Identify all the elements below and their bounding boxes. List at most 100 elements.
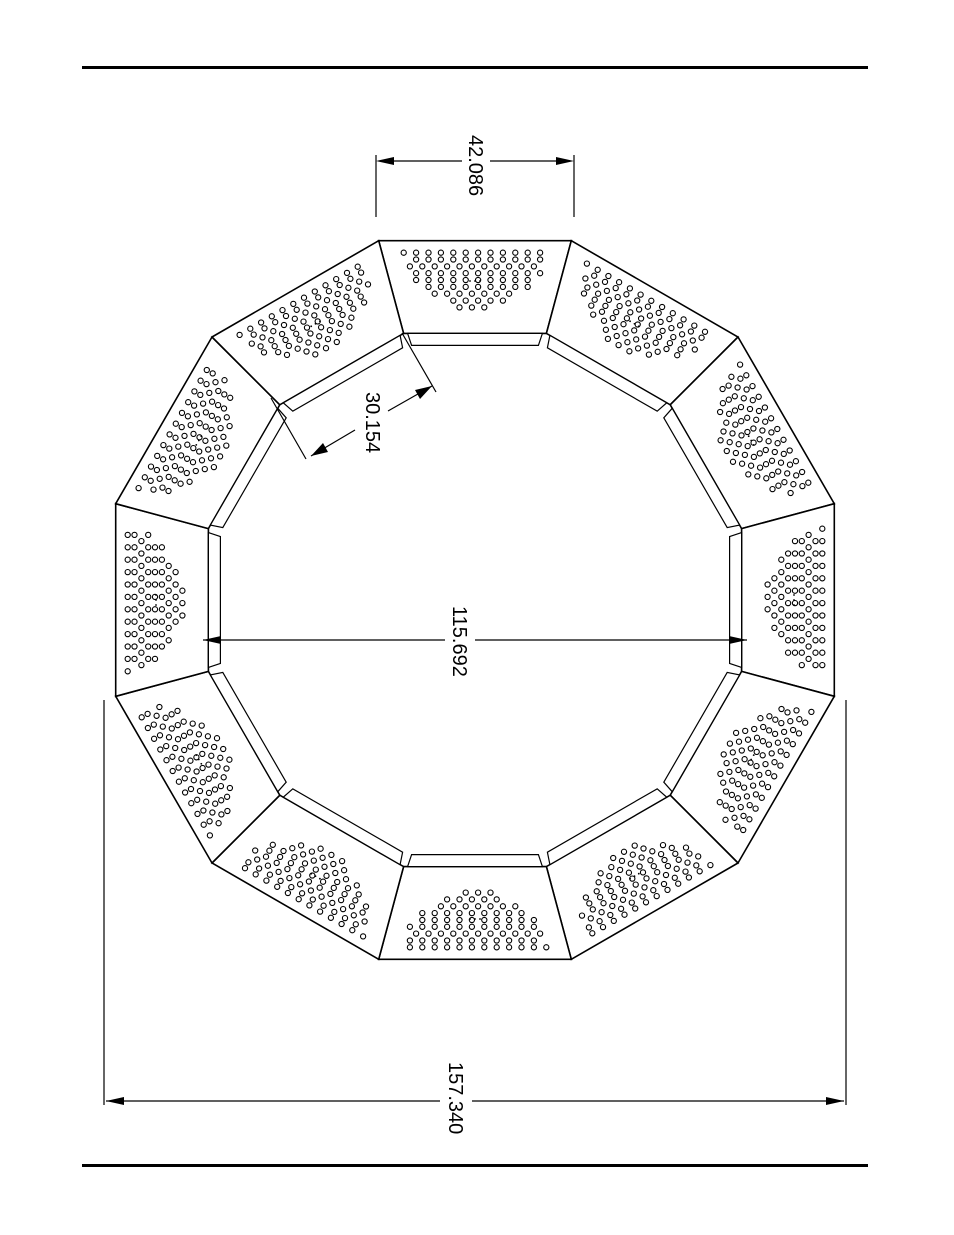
perforation-hole <box>173 607 178 612</box>
perforation-hole <box>178 467 183 472</box>
perforation-hole <box>615 295 620 300</box>
perforation-hole <box>603 303 608 308</box>
perforation-hole <box>624 292 629 297</box>
perforation-hole <box>159 582 164 587</box>
perforation-hole <box>152 619 157 624</box>
perforation-hole <box>299 867 304 872</box>
perforation-hole <box>173 582 178 587</box>
center-mark-dot <box>750 759 752 761</box>
perforation-hole <box>322 307 327 312</box>
perforation-hole <box>175 708 180 713</box>
perforation-hole <box>169 726 174 731</box>
center-mark-dot <box>469 918 471 920</box>
perforation-hole <box>773 731 778 736</box>
perforation-hole <box>813 551 818 556</box>
perforation-hole <box>738 805 743 810</box>
perforation-hole <box>270 842 275 847</box>
perforation-hole <box>579 913 584 918</box>
perforation-hole <box>762 405 767 410</box>
perforation-hole <box>622 912 627 917</box>
perforation-hole <box>185 767 190 772</box>
perforation-hole <box>605 883 610 888</box>
perforation-hole <box>476 271 481 276</box>
perforation-hole <box>248 326 253 331</box>
perforation-hole <box>649 298 654 303</box>
perforation-hole <box>606 297 611 302</box>
perforation-hole <box>157 476 162 481</box>
perforation-hole <box>420 917 425 922</box>
perforation-hole <box>583 276 588 281</box>
perforation-hole <box>736 442 741 447</box>
perforation-hole <box>772 625 777 630</box>
perforation-hole <box>742 757 747 762</box>
perforation-hole <box>494 897 499 902</box>
perforation-hole <box>779 570 784 575</box>
perforation-hole <box>494 938 499 943</box>
perforation-hole <box>312 313 317 318</box>
perforation-hole <box>741 396 746 401</box>
perforation-hole <box>354 883 359 888</box>
perforation-hole <box>255 857 260 862</box>
perforation-hole <box>667 317 672 322</box>
perforation-hole <box>813 613 818 618</box>
perforation-hole <box>665 887 670 892</box>
perforation-hole <box>154 467 159 472</box>
perforation-hole <box>688 329 693 334</box>
perforation-hole <box>146 570 151 575</box>
perforation-hole <box>159 557 164 562</box>
perforation-hole <box>407 945 412 950</box>
perforation-hole <box>753 792 758 797</box>
perforation-hole <box>644 876 649 881</box>
perforation-hole <box>760 739 765 744</box>
perforation-hole <box>215 445 220 450</box>
perforation-hole <box>630 852 635 857</box>
perforation-hole <box>531 264 536 269</box>
perforation-hole <box>482 911 487 916</box>
perforation-hole <box>500 250 505 255</box>
perforation-hole <box>342 892 347 897</box>
perforation-hole <box>775 740 780 745</box>
perforation-hole <box>139 650 144 655</box>
perforation-hole <box>432 917 437 922</box>
perforation-hole <box>799 563 804 568</box>
perforation-hole <box>792 539 797 544</box>
perforation-hole <box>614 333 619 338</box>
center-mark-dot <box>310 873 312 875</box>
perforation-hole <box>769 751 774 756</box>
perforation-hole <box>181 733 186 738</box>
perforation-hole <box>445 291 450 296</box>
perforation-hole <box>151 487 156 492</box>
perforation-hole <box>426 257 431 262</box>
perforation-hole <box>253 848 258 853</box>
perforation-hole <box>494 291 499 296</box>
perforation-hole <box>206 447 211 452</box>
perforation-hole <box>806 644 811 649</box>
perforation-hole <box>628 310 633 315</box>
perforation-hole <box>820 625 825 630</box>
perforation-hole <box>538 271 543 276</box>
perforation-hole <box>667 341 672 346</box>
perforation-hole <box>203 438 208 443</box>
perforation-hole <box>288 861 293 866</box>
perforation-hole <box>278 878 283 883</box>
perforation-hole <box>299 843 304 848</box>
perforation-hole <box>750 384 755 389</box>
perforation-hole <box>463 271 468 276</box>
perforation-hole <box>209 427 214 432</box>
perforation-hole <box>730 431 735 436</box>
perforation-hole <box>742 452 747 457</box>
perforation-hole <box>590 931 595 936</box>
perforation-hole <box>786 601 791 606</box>
perforation-hole <box>813 563 818 568</box>
perforation-hole <box>592 297 597 302</box>
perforation-hole <box>219 798 224 803</box>
perforation-hole <box>192 403 197 408</box>
perforation-hole <box>806 557 811 562</box>
perforation-hole <box>727 411 732 416</box>
perforation-hole <box>333 300 338 305</box>
perforation-hole <box>488 271 493 276</box>
perforation-hole <box>457 291 462 296</box>
perforation-hole <box>646 352 651 357</box>
perforation-hole <box>764 476 769 481</box>
perforation-hole <box>781 451 786 456</box>
